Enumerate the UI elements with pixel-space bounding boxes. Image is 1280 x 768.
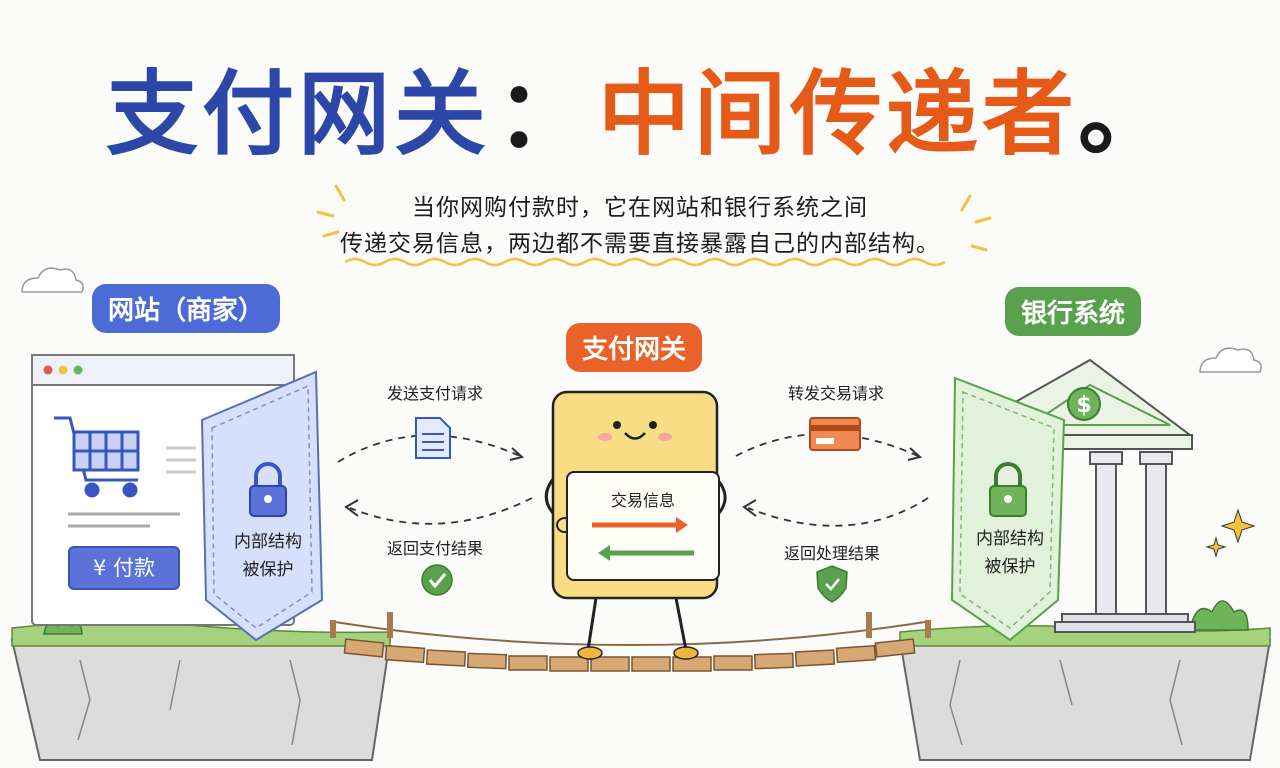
flow-arrow-return-process [747, 497, 929, 527]
cloud-icon [21, 267, 84, 293]
website-label: 网站（商家） [92, 284, 281, 333]
bank-label: 银行系统 [1005, 287, 1142, 336]
title-period: 。 [1078, 61, 1175, 168]
subtitle-line1: 当你网购付款时，它在网站和银行系统之间 [412, 195, 868, 221]
lock-icon [989, 462, 1027, 517]
bank-shield-line2: 被保护 [984, 557, 1036, 577]
shopping-cart-icon [54, 416, 140, 498]
website-shield-line1: 内部结构 [234, 532, 302, 552]
title-part2: 中间传递者 [598, 61, 1079, 168]
sparkle-lines-icon [316, 184, 992, 252]
page-title: 支付网关：中间传递者。 [0, 40, 1280, 173]
sparkle-icon [1205, 508, 1256, 558]
return-payment-result-label: 返回支付结果 [386, 539, 483, 558]
title-colon: ： [495, 61, 592, 168]
website-shield-text: 内部结构 被保护 [218, 528, 318, 584]
subtitle-line2: 传递交易信息，两边都不需要直接暴露自己的内部结构。 [340, 231, 940, 257]
right-cliff [898, 639, 1272, 761]
check-circle-icon [421, 564, 453, 596]
transaction-info-box: 交易信息 [566, 471, 720, 581]
shield-check-icon [816, 565, 848, 603]
cloud-icon [1199, 347, 1262, 373]
lock-icon [249, 462, 287, 517]
website-shield-line2: 被保护 [242, 560, 294, 580]
document-icon [415, 417, 451, 459]
bush-icon [1189, 600, 1249, 631]
bank-shield-line1: 内部结构 [976, 529, 1044, 549]
pay-button[interactable]: ¥ 付款 [68, 546, 180, 590]
dollar-coin-icon: $ [1067, 387, 1101, 421]
rope-bridge [330, 612, 931, 672]
flow-arrow-return-payment [349, 497, 533, 525]
gateway-label: 支付网关 [566, 323, 703, 372]
credit-card-icon [809, 417, 861, 451]
bank-shield-text: 内部结构 被保护 [960, 525, 1060, 581]
send-request-label: 发送支付请求 [386, 384, 483, 403]
exchange-arrows-icon [592, 517, 694, 561]
svg-text:$: $ [1076, 393, 1091, 418]
wavy-underline [344, 257, 946, 267]
return-process-result-label: 返回处理结果 [783, 544, 880, 563]
transaction-info-title: 交易信息 [610, 491, 675, 510]
title-part1: 支付网关 [105, 61, 490, 168]
forward-request-label: 转发交易请求 [787, 384, 884, 403]
left-cliff [10, 639, 392, 761]
